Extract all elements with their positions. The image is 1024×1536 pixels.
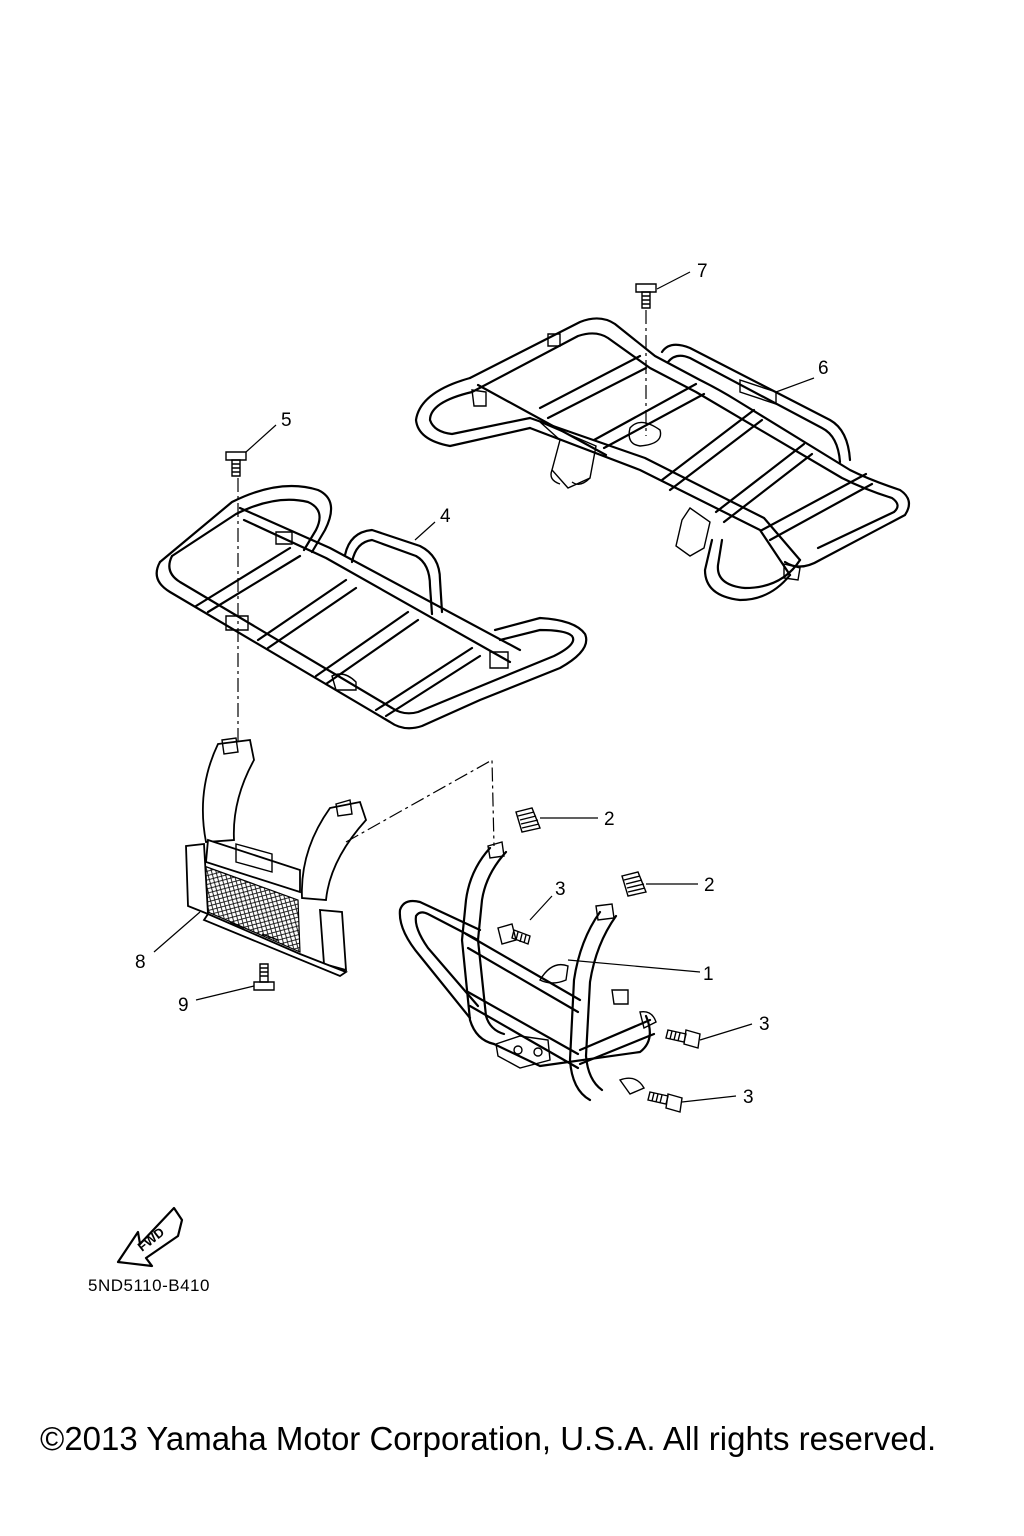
bolt-icon — [253, 963, 275, 991]
rear-carrier — [414, 317, 911, 602]
callout-number: 4 — [440, 506, 451, 527]
bolt-icon — [665, 1029, 701, 1049]
fwd-label: FWD — [135, 1224, 168, 1254]
assembly-lines — [237, 310, 647, 847]
bumper-cap-icon — [621, 871, 647, 897]
callout-number: 3 — [759, 1014, 770, 1035]
callout-number: 2 — [704, 875, 715, 896]
bumper-cap-icon — [515, 807, 541, 833]
callout-number: 2 — [604, 809, 615, 830]
callout-number: 5 — [281, 410, 292, 431]
callout-number: 1 — [703, 964, 714, 985]
bolt-icon — [647, 1091, 683, 1113]
bolt-icon — [635, 283, 657, 309]
callout-number: 3 — [743, 1087, 754, 1108]
front-bumper — [398, 841, 657, 1102]
leader-lines — [153, 271, 815, 1103]
callout-number: 7 — [697, 261, 708, 282]
bolt-icon — [497, 923, 531, 945]
fwd-arrow-icon: FWD — [116, 1206, 184, 1268]
callout-number: 6 — [818, 358, 829, 379]
callout-number: 8 — [135, 952, 146, 973]
front-carrier — [155, 484, 588, 730]
copyright-notice: ©2013 Yamaha Motor Corporation, U.S.A. A… — [40, 1420, 936, 1457]
bolt-icon — [225, 451, 247, 477]
diagram-reference-code: 5ND5110-B410 — [88, 1276, 210, 1295]
front-grille-guard — [185, 737, 368, 978]
callout-number: 3 — [555, 879, 566, 900]
callout-number: 9 — [178, 995, 189, 1016]
